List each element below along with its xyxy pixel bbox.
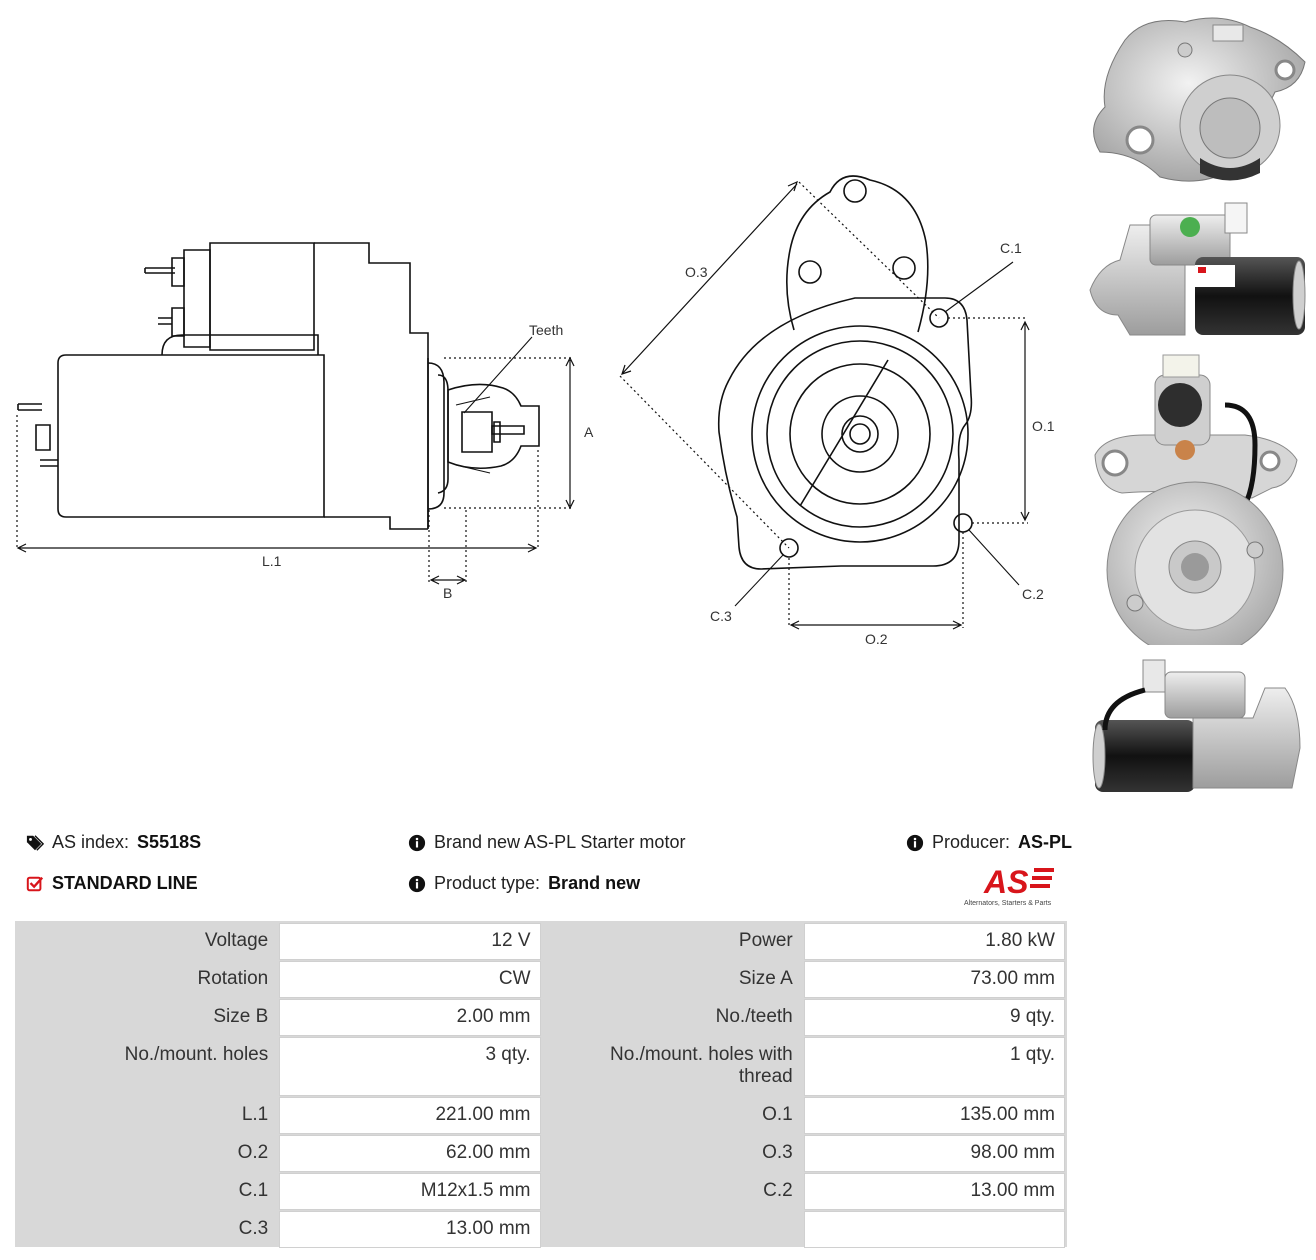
info-circle-icon bbox=[408, 875, 426, 892]
spec-value: CW bbox=[279, 961, 541, 998]
spec-value: 98.00 mm bbox=[803, 1135, 1066, 1172]
spec-value: 73.00 mm bbox=[803, 961, 1066, 998]
spec-label: Size A bbox=[542, 962, 802, 997]
as-index-label: AS index: bbox=[52, 832, 130, 852]
spec-value: 9 qty. bbox=[803, 999, 1066, 1036]
spec-label: Voltage bbox=[18, 924, 278, 959]
label-teeth: Teeth bbox=[529, 322, 563, 338]
spec-label: L.1 bbox=[18, 1098, 278, 1133]
spec-value: 135.00 mm bbox=[803, 1097, 1066, 1134]
label-c3: C.3 bbox=[710, 608, 732, 624]
front-view-drawing: O.3 O.1 O.2 C.1 C.2 C.3 bbox=[619, 175, 1055, 647]
spec-value: 3 qty. bbox=[279, 1037, 541, 1096]
producer-value: AS-PL bbox=[1018, 832, 1073, 852]
spec-label: O.3 bbox=[542, 1136, 802, 1171]
product-photo-rear bbox=[1085, 345, 1307, 645]
spec-value: 12 V bbox=[279, 923, 541, 960]
spec-value: 1 qty. bbox=[803, 1037, 1066, 1096]
spec-value: 62.00 mm bbox=[279, 1135, 541, 1172]
spec-label: Size B bbox=[18, 1000, 278, 1035]
product-type: Product type: Brand new bbox=[408, 873, 640, 894]
label-o3: O.3 bbox=[685, 264, 708, 280]
as-logo: AS Alternators, Starters & Parts bbox=[964, 864, 1054, 907]
check-square-icon bbox=[26, 876, 44, 891]
spec-label: No./teeth bbox=[542, 1000, 802, 1035]
label-o1: O.1 bbox=[1032, 418, 1055, 434]
standard-line: STANDARD LINE bbox=[26, 873, 198, 894]
product-type-label: Product type: bbox=[434, 873, 541, 893]
logo-tagline: Alternators, Starters & Parts bbox=[964, 900, 1052, 907]
as-index-value: S5518S bbox=[137, 832, 202, 852]
label-o2: O.2 bbox=[865, 631, 888, 647]
product-photo-side-top bbox=[1085, 195, 1307, 345]
tags-icon bbox=[26, 834, 44, 851]
spec-value: M12x1.5 mm bbox=[279, 1173, 541, 1210]
info-circle-icon bbox=[408, 834, 426, 851]
spec-label bbox=[542, 1212, 802, 1247]
producer-label: Producer: bbox=[932, 832, 1011, 852]
spec-value: 13.00 mm bbox=[279, 1211, 541, 1248]
spec-label: O.2 bbox=[18, 1136, 278, 1171]
label-c1: C.1 bbox=[1000, 240, 1022, 256]
spec-value: 221.00 mm bbox=[279, 1097, 541, 1134]
label-b: B bbox=[443, 585, 452, 601]
spec-label: No./mount. holes bbox=[18, 1038, 278, 1095]
as-index: AS index: S5518S bbox=[26, 832, 201, 853]
product-type-value: Brand new bbox=[548, 873, 641, 893]
product-photo-front bbox=[1085, 10, 1307, 195]
spec-label: Power bbox=[542, 924, 802, 959]
spec-label: C.3 bbox=[18, 1212, 278, 1247]
info-circle-icon bbox=[906, 834, 924, 851]
standard-line-label: STANDARD LINE bbox=[52, 873, 198, 893]
label-c2: C.2 bbox=[1022, 586, 1044, 602]
spec-value: 13.00 mm bbox=[803, 1173, 1066, 1210]
producer: Producer: AS-PL bbox=[906, 832, 1072, 853]
spec-label: C.2 bbox=[542, 1174, 802, 1209]
spec-label: O.1 bbox=[542, 1098, 802, 1133]
label-a: A bbox=[584, 424, 594, 440]
side-view-drawing: Teeth A B L.1 bbox=[16, 242, 594, 601]
label-l1: L.1 bbox=[262, 553, 282, 569]
description-text: Brand new AS-PL Starter motor bbox=[434, 832, 686, 852]
spec-value: 1.80 kW bbox=[803, 923, 1066, 960]
spec-label: Rotation bbox=[18, 962, 278, 997]
spec-value bbox=[803, 1211, 1066, 1248]
logo-text: AS bbox=[983, 864, 1029, 900]
spec-value: 2.00 mm bbox=[279, 999, 541, 1036]
spec-label: C.1 bbox=[18, 1174, 278, 1209]
description: Brand new AS-PL Starter motor bbox=[408, 832, 685, 853]
product-photo-side-bottom bbox=[1085, 650, 1307, 795]
